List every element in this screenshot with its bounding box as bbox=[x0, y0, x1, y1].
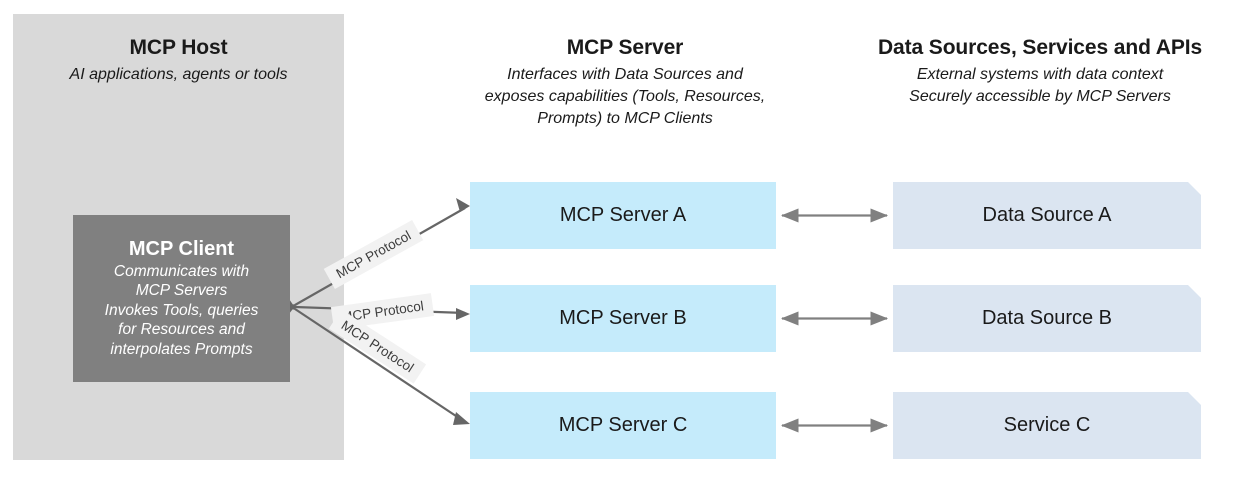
mcp-client-desc-line1: Communicates with bbox=[113, 262, 250, 280]
column-title-server: MCP Server bbox=[566, 36, 684, 59]
mcp-server-label-c: MCP Server C bbox=[558, 414, 688, 436]
column-subtitle-server: Interfaces with Data Sources and exposes… bbox=[455, 64, 795, 129]
protocol-arrowhead-b bbox=[456, 308, 470, 320]
column-header-data-sources: Data Sources, Services and APIs External… bbox=[855, 36, 1225, 108]
column-subtitle-server-line1: Interfaces with Data Sources and bbox=[507, 66, 743, 83]
data-source-label-a: Data Source A bbox=[982, 204, 1112, 226]
mcp-client-box[interactable]: MCP Client Communicates with MCP Servers… bbox=[73, 215, 290, 382]
mcp-client-desc-line5: interpolates Prompts bbox=[110, 340, 253, 358]
column-subtitle-data-line1: External systems with data context bbox=[916, 66, 1164, 83]
column-header-host: MCP Host AI applications, agents or tool… bbox=[13, 36, 344, 86]
column-title-data-sources: Data Sources, Services and APIs bbox=[877, 36, 1203, 59]
server-datasource-connectors bbox=[780, 208, 889, 433]
mcp-server-box-c[interactable]: MCP Server C bbox=[470, 392, 776, 459]
protocol-arrowhead-c bbox=[453, 412, 470, 425]
data-source-label-c: Service C bbox=[1003, 414, 1091, 436]
column-subtitle-server-line2: exposes capabilities (Tools, Resources, bbox=[484, 87, 766, 105]
data-source-box-a[interactable]: Data Source A bbox=[893, 182, 1201, 249]
data-source-label-b: Data Source B bbox=[981, 307, 1113, 329]
mcp-client-title: MCP Client bbox=[128, 237, 235, 260]
data-source-box-c[interactable]: Service C bbox=[893, 392, 1201, 459]
mcp-server-box-b[interactable]: MCP Server B bbox=[470, 285, 776, 352]
mcp-client-desc-line3: Invokes Tools, queries bbox=[104, 301, 259, 319]
mcp-server-label-b: MCP Server B bbox=[559, 307, 687, 329]
column-subtitle-data-line2: Securely accessible by MCP Servers bbox=[909, 87, 1171, 105]
mcp-client-desc-line2: MCP Servers bbox=[135, 282, 228, 300]
column-subtitle-host: AI applications, agents or tools bbox=[69, 66, 288, 83]
column-subtitle-data-sources: External systems with data context Secur… bbox=[855, 64, 1225, 108]
mcp-client-desc-line4: for Resources and bbox=[118, 321, 245, 339]
mcp-server-label-a: MCP Server A bbox=[559, 204, 687, 226]
data-source-box-b[interactable]: Data Source B bbox=[893, 285, 1201, 352]
column-title-host: MCP Host bbox=[129, 36, 228, 59]
mcp-server-box-a[interactable]: MCP Server A bbox=[470, 182, 776, 249]
column-header-server: MCP Server Interfaces with Data Sources … bbox=[455, 36, 795, 129]
protocol-arrowhead-a bbox=[456, 198, 470, 212]
mcp-client-description: Communicates with MCP Servers Invokes To… bbox=[105, 262, 259, 360]
column-subtitle-server-line3: Prompts) to MCP Clients bbox=[537, 109, 713, 127]
